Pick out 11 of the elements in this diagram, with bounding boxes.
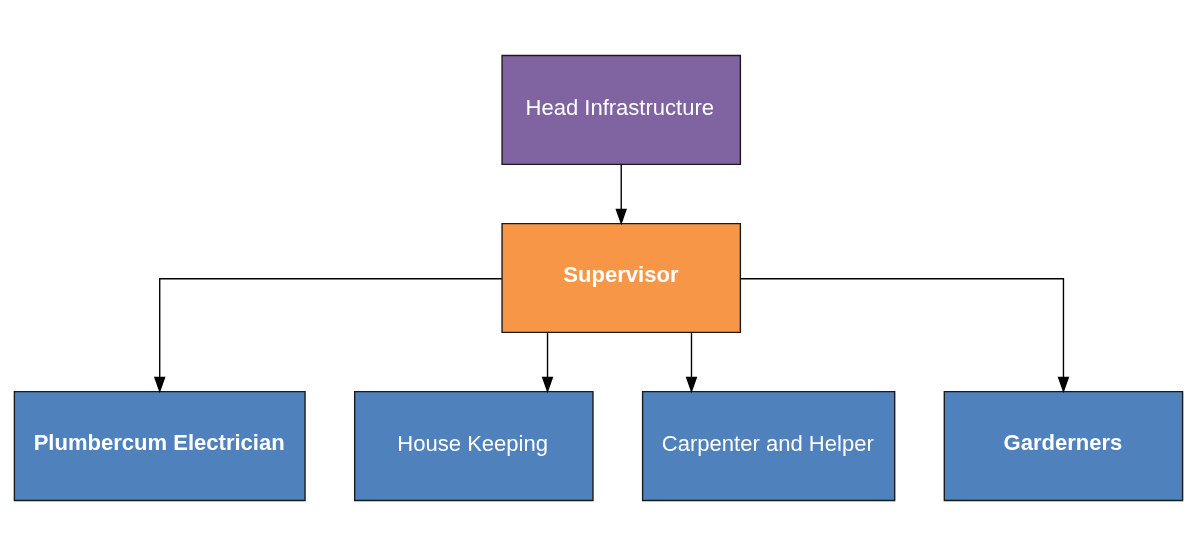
node-box: Plumbercum Electrician: [13, 390, 306, 501]
node-box: Supervisor: [501, 222, 742, 333]
arrow: [685, 331, 698, 393]
node-box: Garderners: [943, 390, 1184, 501]
node-box: Carpenter and Helper: [641, 390, 896, 501]
arrow: [153, 277, 503, 393]
arrow: [740, 277, 1070, 393]
arrow: [615, 163, 628, 225]
node-box: Head Infrastructure: [501, 54, 742, 165]
arrow: [541, 331, 554, 393]
node-box: House Keeping: [353, 390, 594, 501]
